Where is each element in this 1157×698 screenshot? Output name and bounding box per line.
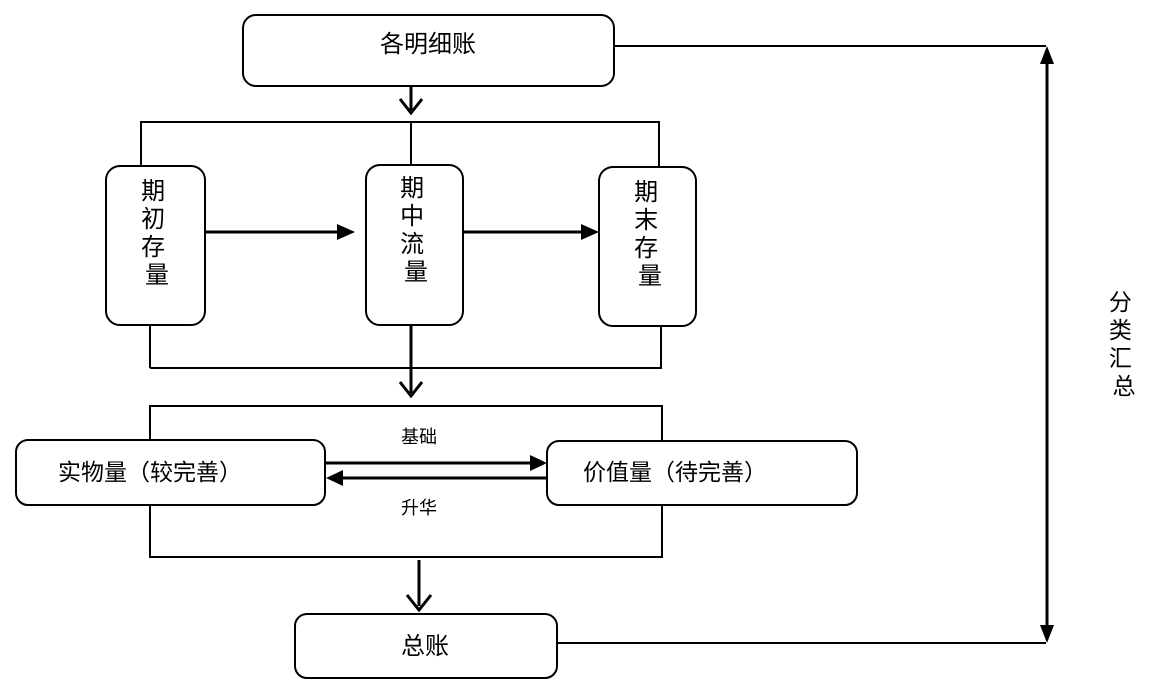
value-quantity-label: 价值量（待完善） [583, 460, 767, 486]
closing-stock-box [598, 166, 697, 327]
opening-stock-label: 期 初 存 量 [141, 177, 173, 289]
loop-arrow-head-up [1040, 46, 1054, 64]
classified-summary-char: 分 [1109, 290, 1132, 316]
period-flow-box [365, 164, 464, 326]
period-flow-char: 中 [400, 202, 424, 230]
opening-stock-char: 量 [145, 261, 169, 289]
arrow-flow-to-measures-head [398, 381, 424, 399]
detail-ledgers-box [242, 14, 615, 87]
classified-summary-label: 分 类 汇 总 [1109, 290, 1139, 400]
closing-stock-char: 量 [638, 262, 662, 290]
closing-stock-char: 末 [634, 206, 658, 234]
classified-summary-char: 类 [1109, 318, 1132, 344]
opening-stock-char: 期 [141, 177, 165, 205]
physical-quantity-label: 实物量（较完善） [58, 460, 242, 486]
general-ledger-label: 总账 [401, 632, 449, 660]
opening-stock-char: 初 [141, 205, 165, 233]
arrow-physical-to-value-head [530, 455, 547, 471]
physical-quantity-box [15, 439, 326, 506]
opening-stock-box [105, 165, 206, 326]
sublimation-label: 升华 [401, 498, 437, 519]
closing-stock-char: 存 [634, 234, 658, 262]
arrow-opening-to-flow-head [337, 224, 355, 240]
measures-frame-bottom [149, 505, 663, 558]
arrow-flow-to-closing-head [581, 224, 599, 240]
closing-stock-label: 期 末 存 量 [634, 178, 666, 290]
classified-summary-char: 总 [1113, 374, 1136, 400]
opening-stock-char: 存 [141, 233, 165, 261]
period-flow-char: 期 [400, 174, 424, 202]
arrow-measures-to-general-head [405, 594, 433, 613]
closing-stock-char: 期 [634, 178, 658, 206]
period-flow-char: 流 [400, 230, 424, 258]
arrow-value-to-physical-head [326, 470, 343, 486]
period-flow-char: 量 [404, 258, 428, 286]
value-quantity-box [546, 440, 858, 506]
classified-summary-char: 汇 [1109, 346, 1132, 372]
basis-label: 基础 [401, 427, 437, 448]
arrow-detail-to-periods-head [398, 98, 424, 116]
period-flow-label: 期 中 流 量 [400, 174, 432, 286]
measures-frame-top [149, 405, 663, 440]
loop-arrow-head-down [1040, 625, 1054, 643]
detail-ledgers-label: 各明细账 [380, 30, 476, 58]
general-ledger-box [294, 613, 558, 679]
